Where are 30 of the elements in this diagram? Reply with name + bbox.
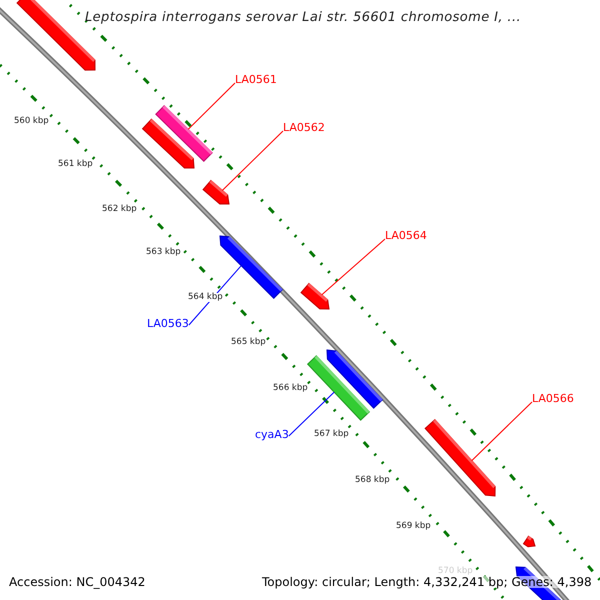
gene-feature — [202, 180, 230, 204]
scale-label: 560 kbp — [14, 117, 49, 126]
scale-label: 565 kbp — [231, 338, 266, 346]
leader-line — [188, 82, 236, 130]
leader-line — [321, 238, 386, 296]
gene-label: LA0563 — [147, 318, 189, 329]
scale-label: 569 kbp — [396, 522, 431, 530]
scale-label: 567 kbp — [314, 430, 349, 438]
gene-feature — [306, 355, 370, 421]
scale-label: 562 kbp — [102, 205, 137, 214]
gene-feature — [142, 118, 195, 168]
topology-text: Topology: circular; Length: 4,332,241 bp; Genes: 4,398 — [262, 576, 592, 588]
gene-label: LA0561 — [235, 74, 277, 85]
gene-feature — [522, 536, 536, 548]
leader-line — [288, 392, 335, 436]
gene-feature — [424, 418, 496, 497]
leader-line — [471, 402, 532, 462]
scale-label: 566 kbp — [273, 384, 308, 392]
scale-label: 563 kbp — [146, 248, 181, 256]
gene-label: LA0566 — [532, 393, 574, 404]
gene-feature — [300, 282, 330, 310]
scale-label: 561 kbp — [58, 160, 93, 168]
gene-label: LA0562 — [283, 122, 325, 133]
gene-label: cyaA3 — [255, 429, 289, 440]
leader-line — [222, 130, 284, 191]
scale-label: 564 kbp — [188, 293, 223, 302]
gene-label: LA0564 — [385, 230, 427, 241]
title: Leptospira interrogans serovar Lai str. 56601 chromosome I, ... — [85, 11, 522, 24]
accession-text: Accession: NC_004342 — [9, 576, 146, 588]
scale-label: 568 kbp — [355, 476, 390, 484]
